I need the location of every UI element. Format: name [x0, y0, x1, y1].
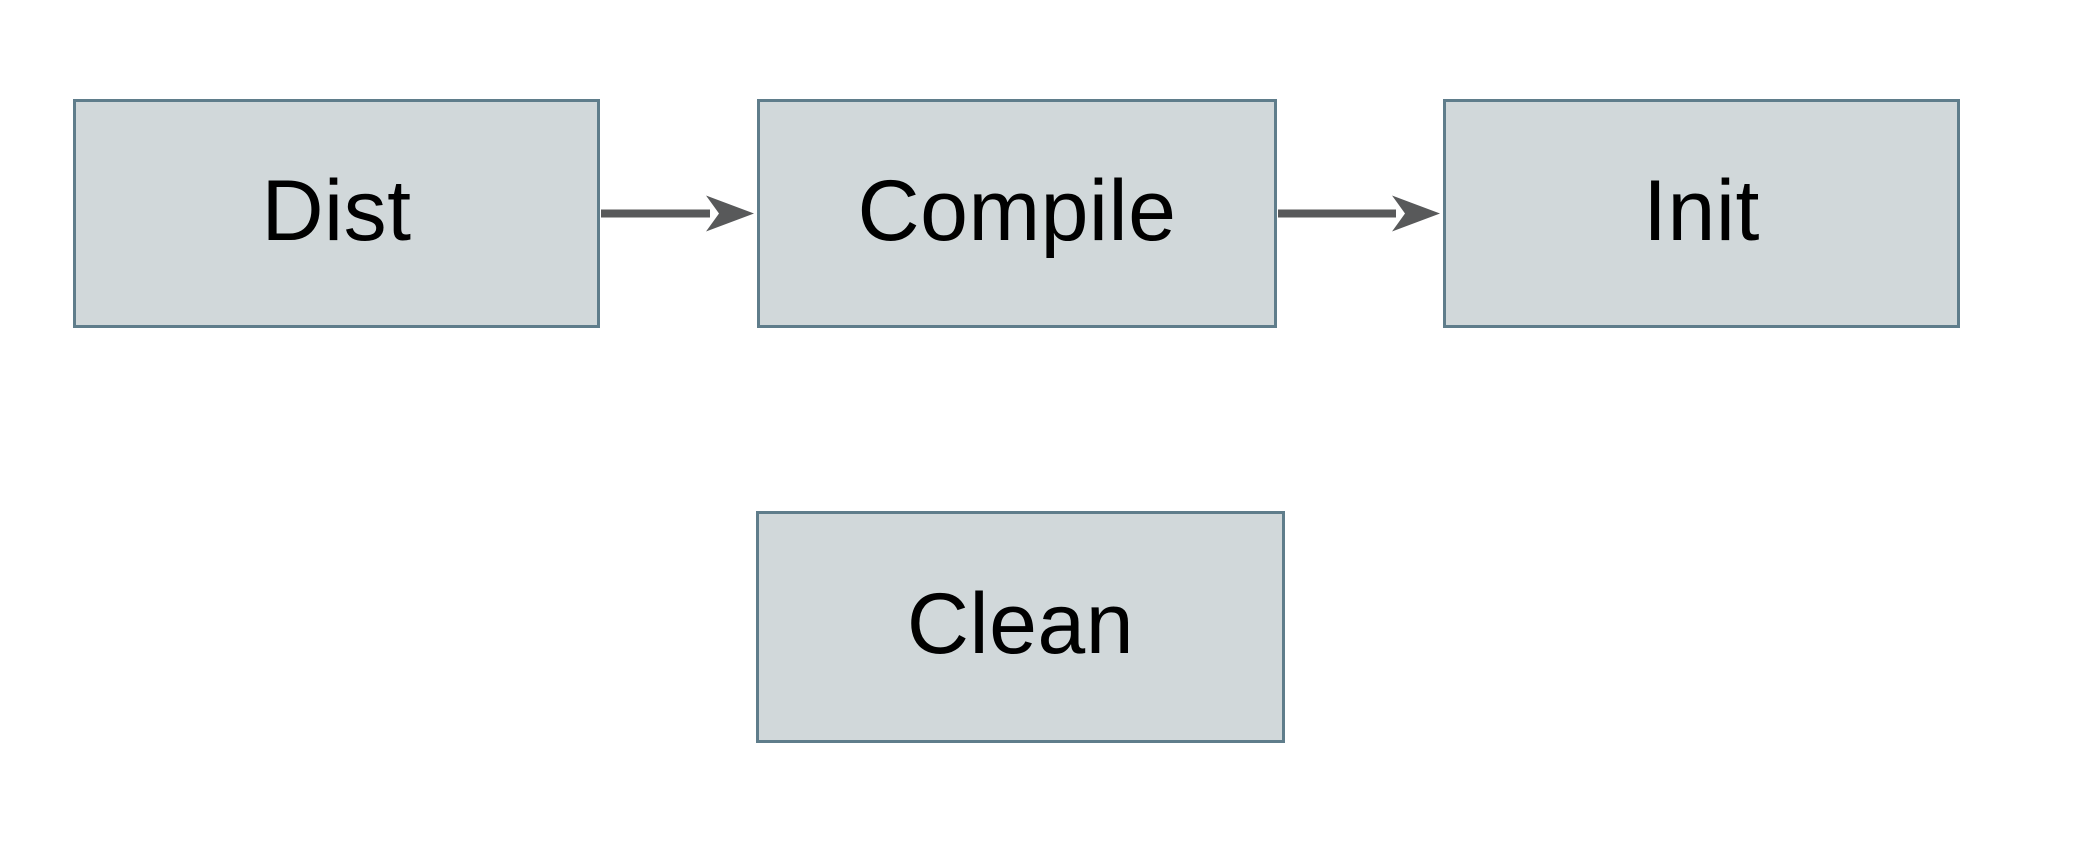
node-label-dist: Dist — [261, 162, 412, 259]
node-label-init: Init — [1643, 162, 1760, 259]
node-clean[interactable]: Clean — [756, 511, 1285, 743]
node-init[interactable]: Init — [1443, 99, 1960, 328]
node-label-clean: Clean — [906, 576, 1135, 672]
node-label-compile: Compile — [857, 162, 1177, 259]
node-dist[interactable]: Dist — [73, 99, 600, 328]
node-compile[interactable]: Compile — [757, 99, 1277, 328]
